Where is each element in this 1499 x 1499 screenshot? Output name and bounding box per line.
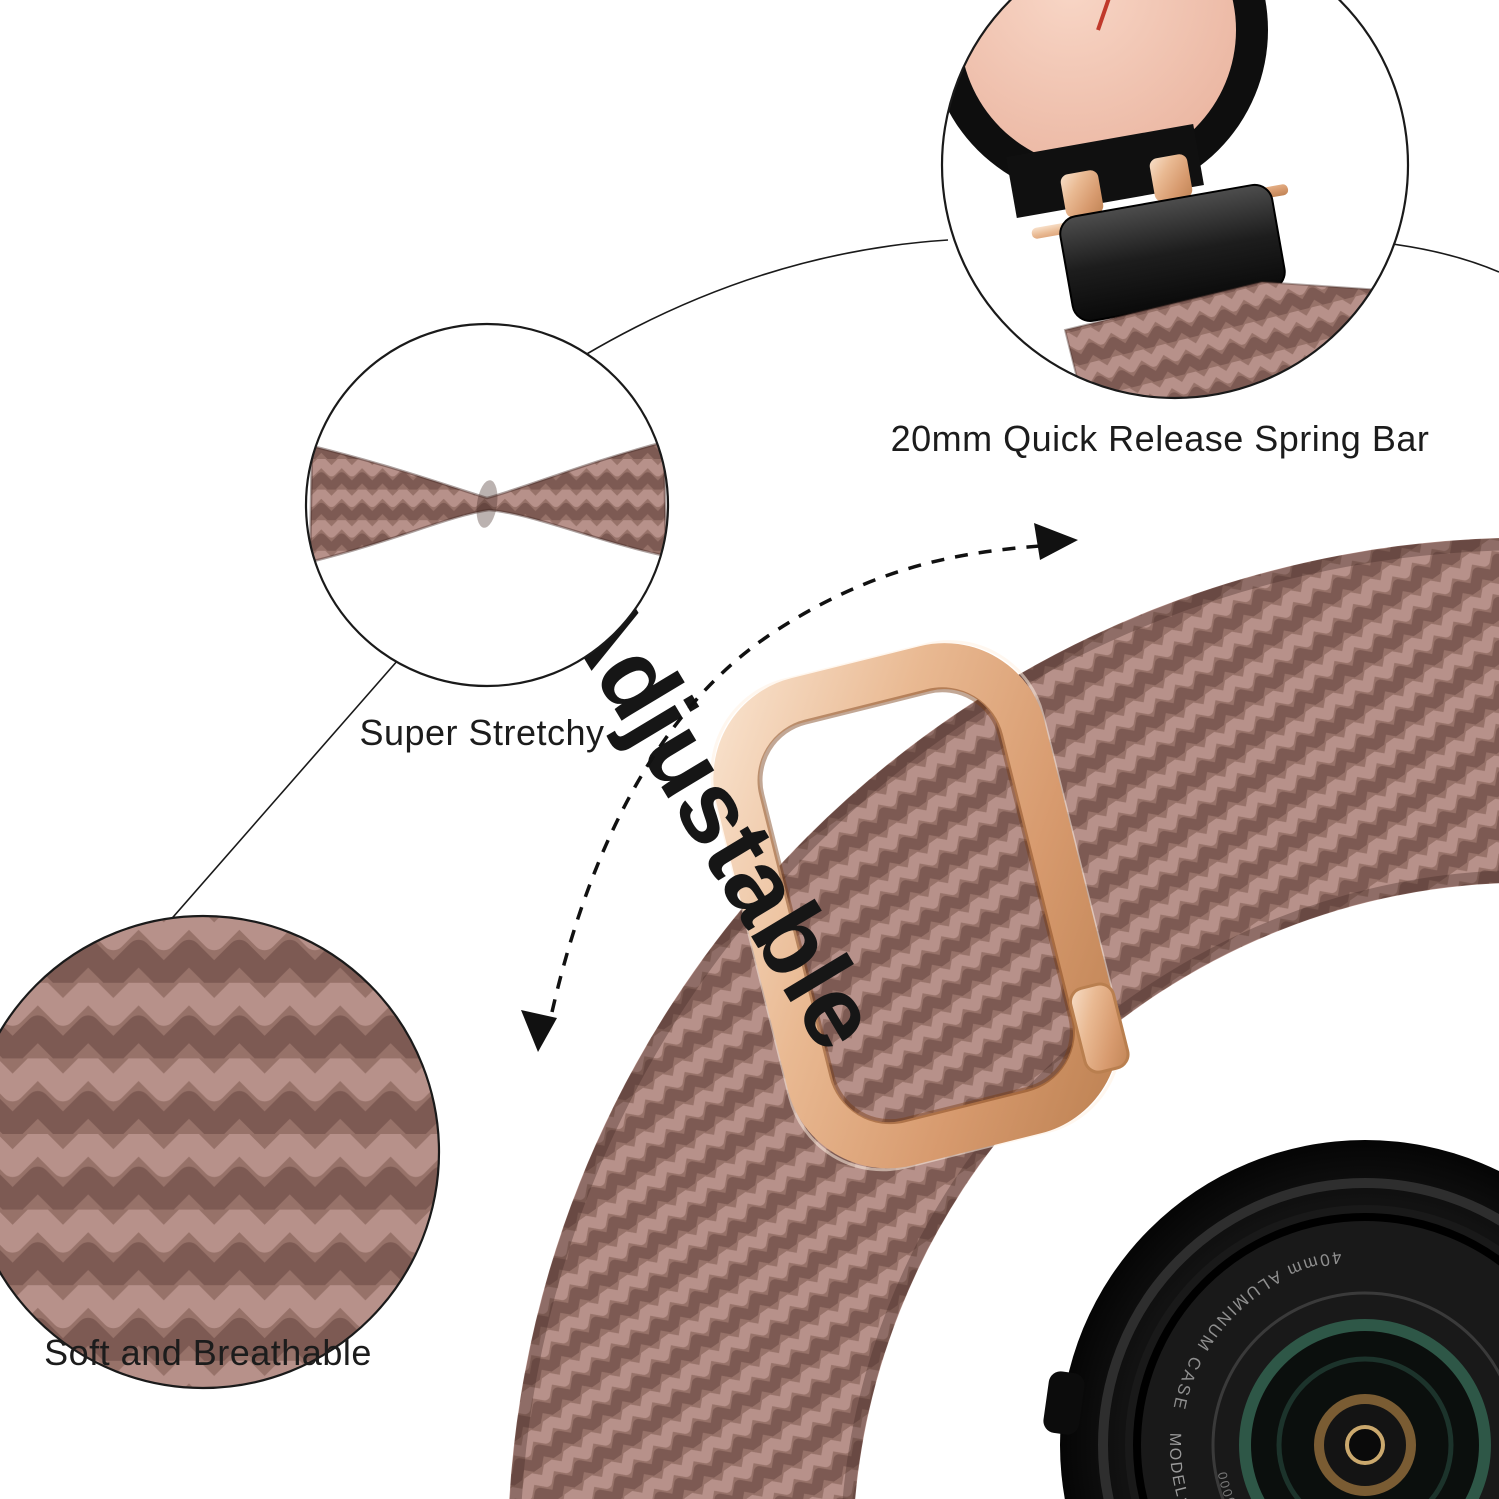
watch-back: 40mm ALUMINUM CASE GALAXY WATCH MODEL:SM… bbox=[1043, 1140, 1499, 1499]
buckle-inner-shadow bbox=[757, 687, 1075, 1125]
inset-adapter-left bbox=[1060, 170, 1104, 218]
callout-line-top-to-edge bbox=[1391, 243, 1499, 273]
buckle-frame bbox=[713, 643, 1120, 1169]
watch-button bbox=[1043, 1371, 1085, 1435]
inset-spring-bar-outline bbox=[940, 0, 1410, 400]
arrow-head-down-icon bbox=[521, 1010, 557, 1052]
inset-soft-breathable-content bbox=[0, 916, 439, 1388]
inset-super-stretchy bbox=[304, 322, 670, 688]
inset-watch-lug bbox=[1006, 123, 1204, 219]
inset-super-stretchy-content bbox=[308, 440, 668, 564]
band-inner-edge bbox=[842, 870, 1499, 1499]
inset-spring-bar bbox=[940, 0, 1410, 400]
adjuster-buckle bbox=[710, 640, 1130, 1172]
inset-soft-breathable-outline bbox=[0, 914, 441, 1390]
band-outer-edge bbox=[509, 538, 1499, 1499]
watch-sensor-outer-ring bbox=[1211, 1291, 1499, 1499]
band-strap bbox=[509, 538, 1499, 1499]
inset-watch-hand bbox=[1096, 0, 1144, 31]
callout-line-left-to-top bbox=[584, 239, 949, 356]
adjustable-arrow-curve bbox=[550, 544, 1041, 1013]
watch-sensor-inner-ring bbox=[1276, 1356, 1454, 1499]
spring-bar-label: 20mm Quick Release Spring Bar bbox=[890, 418, 1430, 459]
inset-adapter-right bbox=[1149, 154, 1193, 202]
watch-inner-ring bbox=[1133, 1213, 1499, 1499]
watch-lens bbox=[1345, 1425, 1385, 1465]
inset-super-stretchy-outline bbox=[304, 322, 670, 688]
watch-bezel-ring bbox=[1098, 1178, 1499, 1499]
super-stretchy-label: Super Stretchy bbox=[359, 712, 605, 753]
buckle-tab bbox=[1068, 982, 1130, 1074]
watch-band-main bbox=[509, 538, 1499, 1499]
arrow-head-up-icon bbox=[1034, 523, 1078, 560]
braid-texture bbox=[0, 916, 439, 1388]
inset-soft-breathable bbox=[0, 914, 441, 1390]
soft-breathable-label: Soft and Breathable bbox=[44, 1332, 372, 1373]
twist-pinch-shadow bbox=[476, 480, 498, 528]
